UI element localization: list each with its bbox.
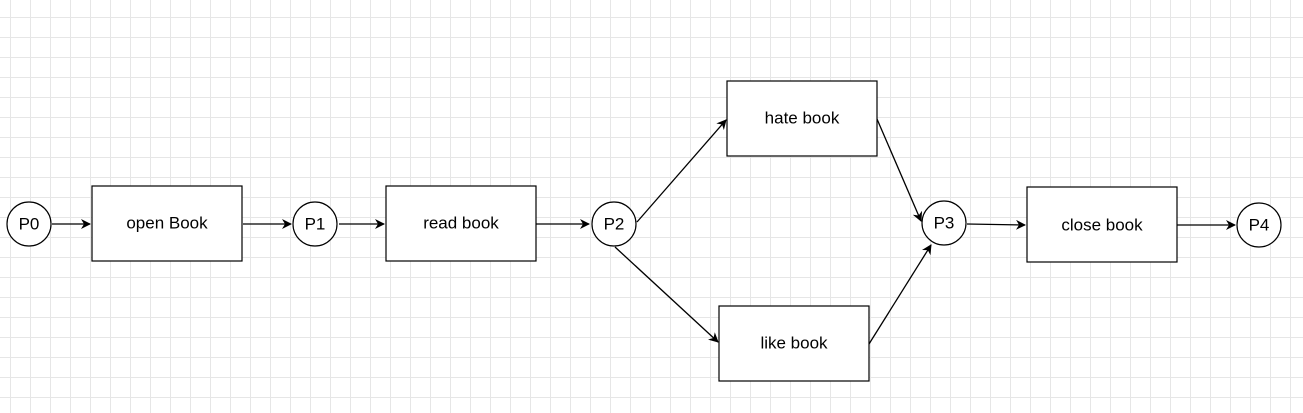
transition-read-book-label: read book [423, 214, 499, 233]
place-p1-circle [292, 201, 338, 247]
transition-read-book-box [385, 185, 537, 262]
place-p0-label: P0 [19, 215, 40, 234]
transition-like-book-label: like book [760, 334, 828, 353]
place-p0-circle [6, 201, 52, 247]
transition-like-book[interactable]: like book [718, 305, 870, 382]
place-p1[interactable]: P1 [292, 201, 338, 247]
transition-hate-book-label: hate book [765, 109, 840, 128]
transition-open-book-label: open Book [126, 214, 208, 233]
place-p4-circle [1236, 202, 1282, 248]
place-p2-label: P2 [604, 215, 625, 234]
place-p3-label: P3 [934, 214, 955, 233]
edge-p2-like[interactable] [614, 246, 719, 343]
place-p3[interactable]: P3 [921, 200, 967, 246]
edge-p2-hate[interactable] [636, 119, 727, 223]
transition-read-book[interactable]: read book [385, 185, 537, 262]
edge-hate-p3[interactable] [876, 118, 923, 222]
transition-close-book-label: close book [1061, 216, 1143, 235]
place-p4-label: P4 [1249, 216, 1270, 235]
place-p0[interactable]: P0 [6, 201, 52, 247]
place-p3-circle [921, 200, 967, 246]
edges [52, 118, 1236, 345]
transition-close-book-box [1026, 186, 1178, 263]
edge-like-p3[interactable] [868, 244, 932, 345]
edge-p3-close[interactable] [966, 219, 1026, 230]
place-p4[interactable]: P4 [1236, 202, 1282, 248]
transition-hate-book-box [726, 80, 878, 157]
transition-open-book[interactable]: open Book [91, 185, 243, 262]
place-p2-circle [591, 201, 637, 247]
transition-hate-book[interactable]: hate book [726, 80, 878, 157]
place-p2[interactable]: P2 [591, 201, 637, 247]
place-p1-label: P1 [305, 215, 326, 234]
transition-open-book-box [91, 185, 243, 262]
transition-like-book-box [718, 305, 870, 382]
transition-close-book[interactable]: close book [1026, 186, 1178, 263]
